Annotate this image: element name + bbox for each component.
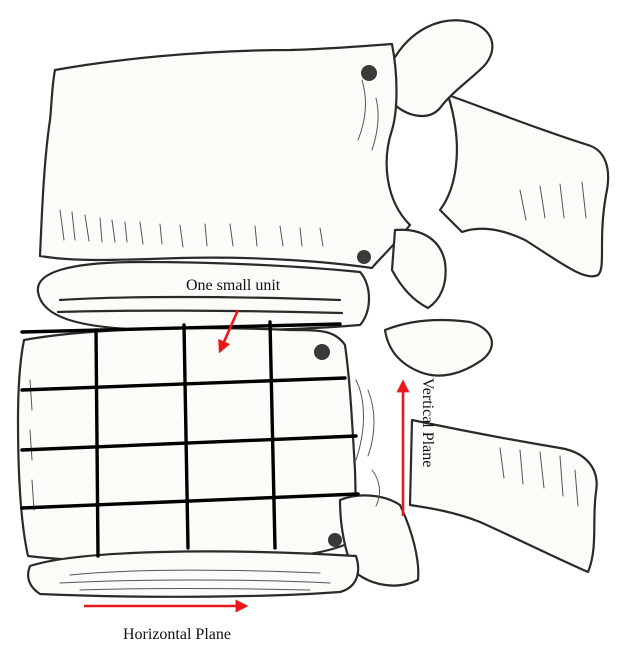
intervertebral-disc — [38, 262, 369, 331]
upper-superior-articular-process — [392, 20, 492, 116]
grid-line-v1 — [96, 330, 98, 556]
pedicle-dot-1 — [361, 65, 377, 81]
lower-spinous-process — [410, 420, 597, 572]
horizontal-plane-label: Horizontal Plane — [123, 626, 231, 643]
lower-superior-articular-process — [385, 320, 492, 376]
lower-vertebra — [18, 320, 597, 597]
pedicle-dot-2 — [357, 250, 371, 264]
pedicle-dot-4 — [328, 533, 342, 547]
upper-vertebral-body — [40, 44, 410, 268]
grid-unit-label: One small unit — [186, 277, 281, 294]
vertical-plane-label: Vertical Plane — [419, 378, 436, 467]
pedicle-dot-3 — [314, 344, 330, 360]
upper-inferior-articular-process — [392, 230, 446, 308]
